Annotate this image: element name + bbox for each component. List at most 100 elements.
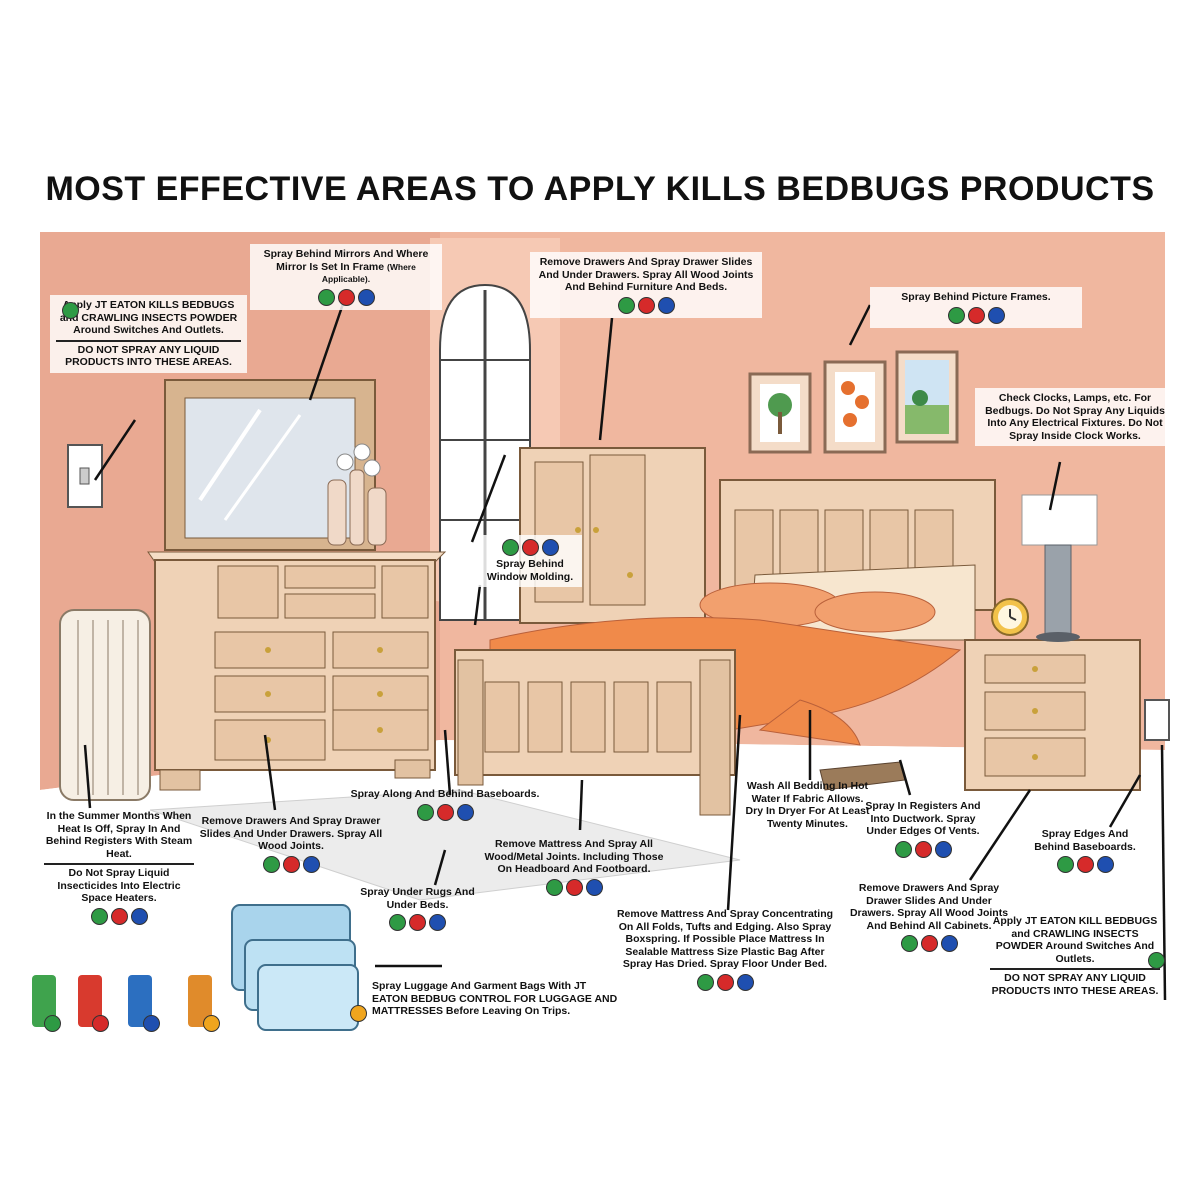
callout-note: (Where Applicable).: [321, 261, 416, 285]
red-dot-icon: [1076, 856, 1094, 873]
callout-text: Spray In Registers And Into Ductwork. Sp…: [865, 800, 981, 837]
red-dot-icon: [92, 1015, 109, 1032]
callout-luggage: Spray Luggage And Garment Bags With JT E…: [372, 980, 622, 1018]
blue-dot-icon: [456, 803, 474, 821]
green-dot-icon: [44, 1015, 61, 1032]
callout-baseboards-right: Spray Edges And Behind Baseboards.: [1025, 828, 1145, 873]
green-dot-icon: [545, 878, 563, 896]
red-dot-icon: [637, 296, 655, 314]
callout-text: Remove Mattress And Spray Concentrating …: [616, 908, 834, 970]
callout-text: Spray Along And Behind Baseboards.: [350, 788, 540, 800]
red-dot-icon: [920, 935, 938, 952]
callout-heat: In the Summer Months When Heat Is Off, S…: [44, 810, 194, 925]
blue-dot-icon: [357, 288, 375, 306]
blue-dot-icon: [130, 907, 148, 925]
blue-dot-icon: [1096, 856, 1114, 873]
green-dot-icon: [501, 539, 519, 556]
callout-text: Wash All Bedding In Hot Water If Fabric …: [745, 780, 870, 830]
blue-dot-icon: [541, 539, 559, 556]
callout-drawers-top: Remove Drawers And Spray Drawer Slides A…: [530, 252, 762, 318]
picture-frames: [748, 350, 959, 454]
callout-text: Spray Luggage And Garment Bags With JT E…: [372, 980, 618, 1017]
blue-dot-icon: [657, 296, 675, 314]
callout-registers: Spray In Registers And Into Ductwork. Sp…: [858, 800, 988, 858]
callout-mattress-folds: Remove Mattress And Spray Concentrating …: [615, 908, 835, 991]
green-dot-icon: [617, 296, 635, 314]
red-dot-icon: [521, 539, 539, 556]
callout-cabinets: Remove Drawers And Spray Drawer Slides A…: [845, 882, 1013, 952]
blue-dot-icon: [429, 914, 446, 931]
red-dot-icon: [716, 973, 734, 991]
red-dot-icon: [436, 803, 454, 821]
lamp: [1021, 494, 1098, 642]
callout-text: Spray Behind Mirrors And Where Mirror Is…: [263, 248, 429, 273]
red-dot-icon: [914, 840, 932, 858]
rug: [149, 789, 741, 901]
callout-text: Remove Drawers And Spray Drawer Slides A…: [538, 256, 754, 293]
page-title: MOST EFFECTIVE AREAS TO APPLY KILLS BEDB…: [45, 170, 1155, 208]
red-dot-icon: [565, 878, 583, 896]
blue-dot-icon: [987, 306, 1005, 324]
red-dot-icon: [967, 306, 985, 324]
callout-mirrors: Spray Behind Mirrors And Where Mirror Is…: [250, 244, 442, 310]
pointer-arrows: [83, 297, 1167, 1001]
callout-switches-top: Apply JT EATON KILLS BEDBUGS and CRAWLIN…: [50, 295, 247, 373]
blue-dot-icon: [585, 878, 603, 896]
blue-dot-icon: [940, 935, 958, 952]
callout-warning: DO NOT SPRAY ANY LIQUID PRODUCTS INTO TH…: [990, 968, 1160, 997]
footboard: [454, 649, 736, 816]
green-dot-icon: [696, 973, 714, 991]
radiator: [59, 609, 151, 801]
orange-dot-icon: [203, 1015, 220, 1032]
orange-dot-icon: [350, 1005, 367, 1022]
blue-dot-icon: [736, 973, 754, 991]
luggage: [231, 904, 359, 1031]
callout-warning: DO NOT SPRAY ANY LIQUID PRODUCTS INTO TH…: [56, 339, 241, 369]
callout-mattress-joints: Remove Mattress And Spray All Wood/Metal…: [484, 838, 664, 896]
green-dot-icon: [947, 306, 965, 324]
callout-bedding: Wash All Bedding In Hot Water If Fabric …: [745, 780, 870, 830]
callout-warning: Do Not Spray Liquid Insecticides Into El…: [44, 863, 194, 905]
green-dot-icon: [389, 914, 406, 931]
nightstand: [964, 639, 1141, 791]
dresser: [147, 551, 447, 791]
callout-text: Spray Behind Picture Frames.: [901, 291, 1051, 303]
product-bottles: [32, 975, 212, 1027]
green-dot-icon: [1056, 856, 1074, 873]
callout-clocks-lamps: Check Clocks, Lamps, etc. For Bedbugs. D…: [975, 388, 1175, 446]
green-dot-icon: [894, 840, 912, 858]
callout-text: In the Summer Months When Heat Is Off, S…: [45, 810, 193, 860]
callout-dresser-drawers: Remove Drawers And Spray Drawer Slides A…: [196, 815, 386, 873]
callout-text: Spray Behind Window Molding.: [486, 558, 574, 583]
callout-rugs: Spray Under Rugs And Under Beds.: [355, 886, 480, 931]
callout-baseboards-center: Spray Along And Behind Baseboards.: [330, 788, 560, 821]
callout-text: Spray Edges And Behind Baseboards.: [1034, 828, 1136, 853]
red-dot-icon: [337, 288, 355, 306]
green-dot-icon: [90, 907, 108, 925]
red-dot-icon: [409, 914, 426, 931]
green-dot-icon: [900, 935, 918, 952]
blue-dot-icon: [143, 1015, 160, 1032]
blue-dot-icon: [934, 840, 952, 858]
wall-outlet: [1144, 699, 1170, 741]
callout-text: Remove Drawers And Spray Drawer Slides A…: [849, 882, 1009, 932]
callout-text: Remove Drawers And Spray Drawer Slides A…: [199, 815, 383, 852]
red-dot-icon: [282, 855, 300, 873]
green-dot-icon: [416, 803, 434, 821]
green-dot-icon: [62, 302, 79, 319]
green-dot-icon: [1148, 952, 1165, 969]
callout-text: Remove Mattress And Spray All Wood/Metal…: [484, 838, 664, 875]
red-dot-icon: [110, 907, 128, 925]
callout-picture-frames: Spray Behind Picture Frames.: [870, 287, 1082, 328]
green-dot-icon: [317, 288, 335, 306]
alarm-clock: [991, 598, 1029, 636]
green-dot-icon: [262, 855, 280, 873]
callout-switches-bottom: Apply JT EATON KILL BEDBUGS and CRAWLING…: [990, 915, 1160, 997]
callout-text: Apply JT EATON KILLS BEDBUGS and CRAWLIN…: [59, 299, 238, 336]
callout-text: Check Clocks, Lamps, etc. For Bedbugs. D…: [985, 392, 1165, 442]
callout-text: Spray Under Rugs And Under Beds.: [360, 886, 475, 911]
callout-text: Apply JT EATON KILL BEDBUGS and CRAWLING…: [992, 915, 1158, 965]
blue-dot-icon: [302, 855, 320, 873]
vases: [327, 443, 387, 546]
